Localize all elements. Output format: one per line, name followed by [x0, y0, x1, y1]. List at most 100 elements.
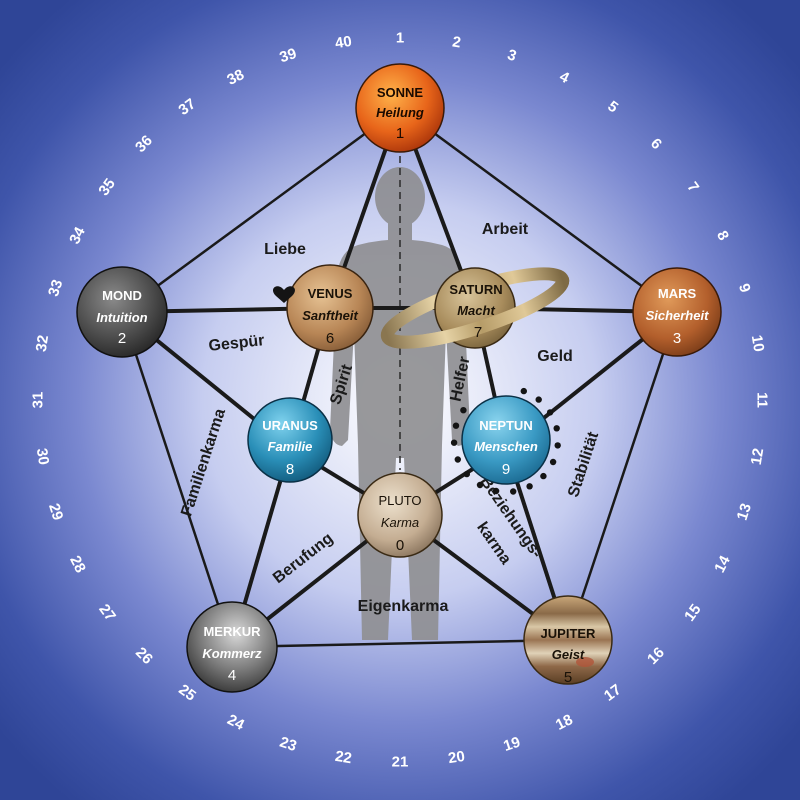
- ring-number: 37: [175, 95, 198, 119]
- ring-number: 34: [66, 224, 89, 247]
- ring-number: 21: [392, 754, 409, 771]
- ring-number: 28: [66, 553, 89, 576]
- ring-number: 40: [334, 33, 353, 52]
- neptun-dot: [460, 407, 467, 414]
- ring-number: 25: [175, 681, 198, 705]
- planet-sonne: SONNE Heilung 1: [355, 63, 445, 153]
- neptun-dot: [492, 487, 500, 495]
- planet-uranus-name: URANUS: [262, 418, 318, 433]
- planet-neptun-name: NEPTUN: [479, 418, 532, 433]
- planet-mond-name: MOND: [102, 288, 142, 303]
- planet-venus-name: VENUS: [308, 286, 353, 301]
- planet-saturn: SATURN Macht 7: [380, 267, 570, 349]
- planet-uranus: URANUS Familie 8: [247, 397, 333, 483]
- planet-neptun-number: 9: [502, 461, 510, 478]
- neptun-dot: [526, 483, 533, 490]
- planet-sonne-quality: Heilung: [376, 105, 424, 120]
- planet-uranus-number: 8: [286, 461, 294, 478]
- ring-number: 13: [734, 501, 755, 522]
- planet-jupiter: JUPITER Geist 5: [523, 595, 613, 686]
- planet-pluto-name: PLUTO: [378, 493, 421, 508]
- planet-merkur-name: MERKUR: [203, 624, 261, 639]
- ring-number: 29: [45, 501, 66, 522]
- neptun-dot: [450, 439, 458, 446]
- heart-icon: [273, 286, 295, 303]
- planet-merkur: MERKUR Kommerz 4: [186, 601, 278, 693]
- ring-number: 2: [451, 33, 462, 51]
- planet-venus-disc: [286, 264, 374, 352]
- planet-sonne-name: SONNE: [377, 85, 424, 100]
- ring-number: 10: [748, 334, 767, 353]
- ring-number: 1: [396, 30, 404, 47]
- saturn-ring-front: [381, 277, 570, 349]
- planet-neptun-quality: Menschen: [474, 439, 538, 454]
- planet-mars: MARS Sicherheit 3: [632, 267, 722, 357]
- planet-jupiter-number: 5: [564, 669, 572, 686]
- planet-venus-number: 6: [326, 330, 334, 347]
- neptun-dot: [554, 442, 561, 449]
- planet-mars-disc: [632, 267, 722, 357]
- ring-number: 32: [33, 334, 52, 353]
- neptun-dot: [476, 481, 484, 489]
- planet-uranus-disc: [247, 397, 333, 483]
- planet-mars-quality: Sicherheit: [646, 308, 710, 323]
- planet-merkur-disc: [186, 601, 278, 693]
- jupiter-red-spot: [576, 657, 594, 667]
- neptun-dot: [540, 472, 547, 480]
- planet-merkur-number: 4: [228, 667, 236, 684]
- planet-mond-disc: [76, 266, 168, 358]
- planet-mond-number: 2: [118, 330, 126, 347]
- ring-number: 22: [334, 748, 353, 767]
- ring-number: 38: [224, 66, 247, 89]
- label-geld: Geld: [537, 348, 573, 365]
- label-eigenkarma: Eigenkarma: [358, 598, 449, 615]
- ring-number: 30: [33, 447, 52, 466]
- ring-number: 15: [681, 601, 705, 624]
- neptun-dot: [553, 425, 560, 432]
- ring-number: 17: [601, 681, 624, 705]
- neptun-dot: [510, 488, 517, 495]
- planet-saturn-name: SATURN: [449, 282, 502, 297]
- planet-mars-number: 3: [673, 330, 681, 347]
- ring-number: 35: [95, 175, 119, 198]
- label-liebe: Liebe: [264, 241, 306, 258]
- label-gespuer: Gespür: [208, 332, 265, 355]
- neptun-dot: [520, 387, 527, 395]
- ring-number: 33: [45, 278, 66, 299]
- planet-pluto-disc: [357, 472, 443, 558]
- planet-sonne-number: 1: [396, 125, 404, 142]
- ring-number: 14: [711, 552, 734, 575]
- planet-saturn-number: 7: [474, 324, 482, 341]
- ring-number: 39: [278, 45, 299, 66]
- planet-mond-quality: Intuition: [96, 310, 147, 325]
- planet-jupiter-quality: Geist: [552, 647, 585, 662]
- planet-pluto: PLUTO Karma 0: [357, 472, 443, 558]
- planet-uranus-quality: Familie: [268, 439, 313, 454]
- ring-number: 31: [30, 392, 47, 409]
- ring-number: 19: [501, 734, 522, 755]
- planet-mars-name: MARS: [658, 286, 697, 301]
- ring-number: 24: [224, 711, 247, 734]
- planet-merkur-quality: Kommerz: [202, 646, 262, 661]
- planet-mond: MOND Intuition 2: [76, 266, 168, 358]
- planet-sonne-disc: [355, 63, 445, 153]
- neptun-dot: [546, 409, 554, 416]
- planet-jupiter-name: JUPITER: [541, 626, 597, 641]
- neptun-dot: [535, 396, 542, 403]
- neptun-dot-ring: [450, 387, 561, 495]
- planet-neptun: NEPTUN Menschen 9: [450, 387, 561, 495]
- ring-number: 11: [754, 392, 771, 408]
- planet-neptun-disc: [461, 395, 551, 485]
- ring-number: 12: [748, 447, 767, 466]
- ring-number: 27: [95, 601, 119, 624]
- ring-number: 18: [553, 711, 576, 734]
- planet-pluto-quality: Karma: [381, 515, 419, 530]
- outer-pentagon: [120, 106, 679, 649]
- label-arbeit: Arbeit: [482, 221, 529, 238]
- ring-number: 23: [278, 734, 299, 755]
- planet-pluto-number: 0: [396, 537, 404, 554]
- planet-venus-quality: Sanftheit: [302, 308, 358, 323]
- neptun-dot: [549, 458, 557, 466]
